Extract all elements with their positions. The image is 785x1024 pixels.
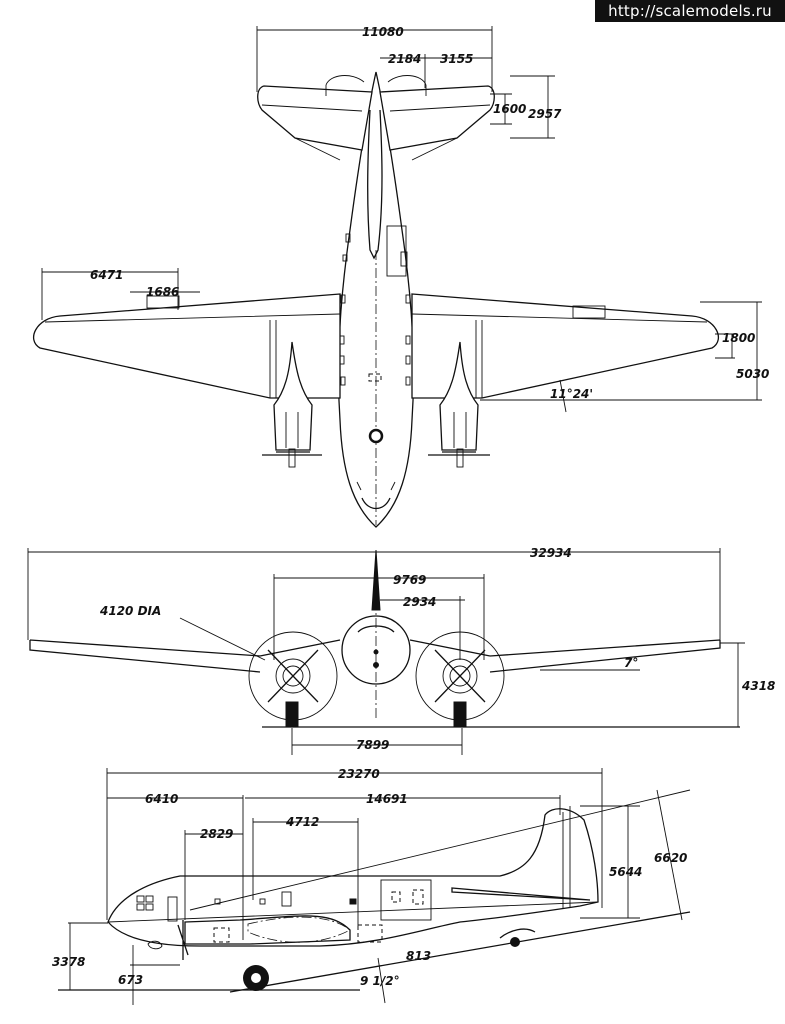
side-cargo-door [380,879,432,921]
dim-wingspan: 32934 [530,546,572,560]
dim-prop-clearance: 673 [118,973,143,987]
dim-ground-clearance-nose: 3378 [52,955,85,969]
front-wing-left [29,639,261,673]
plan-tailplane-left [257,85,373,151]
front-wing-right [489,639,721,673]
dim-wing-chord: 4712 [285,815,319,829]
dim-track: 7899 [356,738,389,752]
dim-length: 23270 [338,767,380,781]
dim-nose-to-wing: 6410 [145,792,178,806]
watermark: http://scalemodels.ru [595,0,785,22]
dim-height-tip: 4318 [741,679,775,693]
dim-tail-chord-root: 2957 [528,107,562,121]
plan-view: 11080 2184 3155 1600 2957 6471 1686 1800… [32,25,769,528]
dim-wing-root-chord: 5030 [736,367,769,381]
dim-elevator-inner: 2184 [388,52,421,66]
dim-ground-angle: 9 1/2° [360,974,400,988]
dim-elevator-outer: 3155 [440,52,473,66]
dim-engine-spacing: 9769 [393,573,426,587]
dim-aileron-tab: 1686 [146,285,179,299]
side-fuselage [107,808,599,947]
plan-astrodome [368,428,384,444]
plan-nacelle-right [428,341,490,468]
side-windows [214,891,357,907]
dim-nose-section: 2829 [200,827,233,841]
dim-fin-height: 5644 [609,865,642,879]
plan-dimensions [41,26,762,413]
dim-fuselage-half: 2934 [403,595,436,609]
front-propeller-left [248,631,338,727]
dim-tailplane-span: 11080 [362,25,404,39]
plan-tailplane-right [379,85,495,151]
dim-sweep-angle: 11°24' [550,387,593,401]
side-nacelle [184,915,351,945]
side-dimensions [68,768,683,1005]
dim-overall-height: 6620 [654,851,687,865]
front-view: 32934 4120 DIA 9769 2934 7° 4318 7899 [27,546,775,755]
plan-nacelle-left [262,341,322,468]
dim-tail-chord-tip: 1600 [493,102,526,116]
side-view: 23270 6410 14691 2829 4712 5644 6620 337… [52,767,691,1005]
front-propeller-right [415,631,505,727]
side-cockpit-windows [136,895,154,911]
dim-prop-diameter: 4120 DIA [99,604,161,618]
dim-wing-tip-chord: 1800 [722,331,755,345]
dim-dihedral: 7° [624,656,638,670]
dim-aileron-length: 6471 [90,268,123,282]
dim-wing-to-tail: 14691 [366,792,408,806]
dim-fuselage-offset: 813 [406,949,431,963]
front-dimensions [27,548,745,755]
